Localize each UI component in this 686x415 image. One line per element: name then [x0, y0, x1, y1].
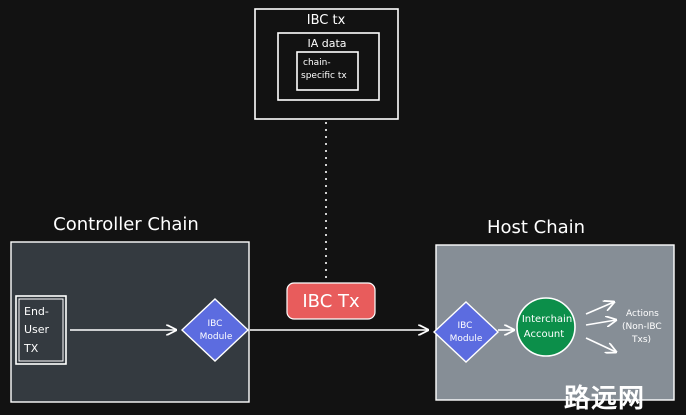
actions-line2: (Non-IBC — [622, 322, 662, 332]
end-user-line3: TX — [23, 342, 39, 355]
controller-module-line1: IBC — [208, 319, 223, 329]
ibc-tx-outer-box — [254, 8, 399, 120]
host-module-line2: Module — [450, 334, 483, 344]
host-ibc-module-diamond — [432, 301, 500, 363]
action-arrow-up — [585, 302, 614, 315]
actions-line3: Txs) — [631, 335, 651, 345]
end-user-tx-box — [15, 295, 67, 365]
controller-chain-title: Controller Chain — [53, 214, 199, 235]
actions-line1: Actions — [626, 309, 659, 319]
ibc-tx-pill-label: IBC Tx — [302, 291, 360, 312]
interchain-account-circle — [516, 297, 576, 357]
chain-specific-line2: specific tx — [301, 71, 347, 81]
controller-ibc-module-diamond — [180, 298, 250, 362]
end-user-line2: User — [24, 323, 50, 336]
ia-data-label: IA data — [307, 37, 346, 50]
end-user-tx-inner-box — [18, 298, 64, 362]
ibc-tx-packet: IBC tx IA data chain- specific tx — [254, 8, 399, 120]
action-arrow-middle — [585, 320, 616, 325]
ibc-tx-pill — [286, 282, 376, 320]
ia-data-box — [277, 32, 380, 101]
interchain-line1: Interchain — [522, 314, 572, 325]
ibc-tx-title: IBC tx — [307, 13, 346, 28]
host-chain-title: Host Chain — [487, 217, 585, 238]
end-user-line1: End- — [24, 305, 49, 318]
interchain-line2: Account — [524, 329, 564, 340]
controller-module-line2: Module — [200, 332, 233, 342]
host-module-line1: IBC — [458, 321, 473, 331]
action-arrow-down — [585, 337, 616, 352]
chain-specific-tx-box — [296, 51, 359, 91]
chain-specific-line1: chain- — [303, 58, 331, 68]
watermark-logo: 路远网 — [564, 384, 646, 414]
